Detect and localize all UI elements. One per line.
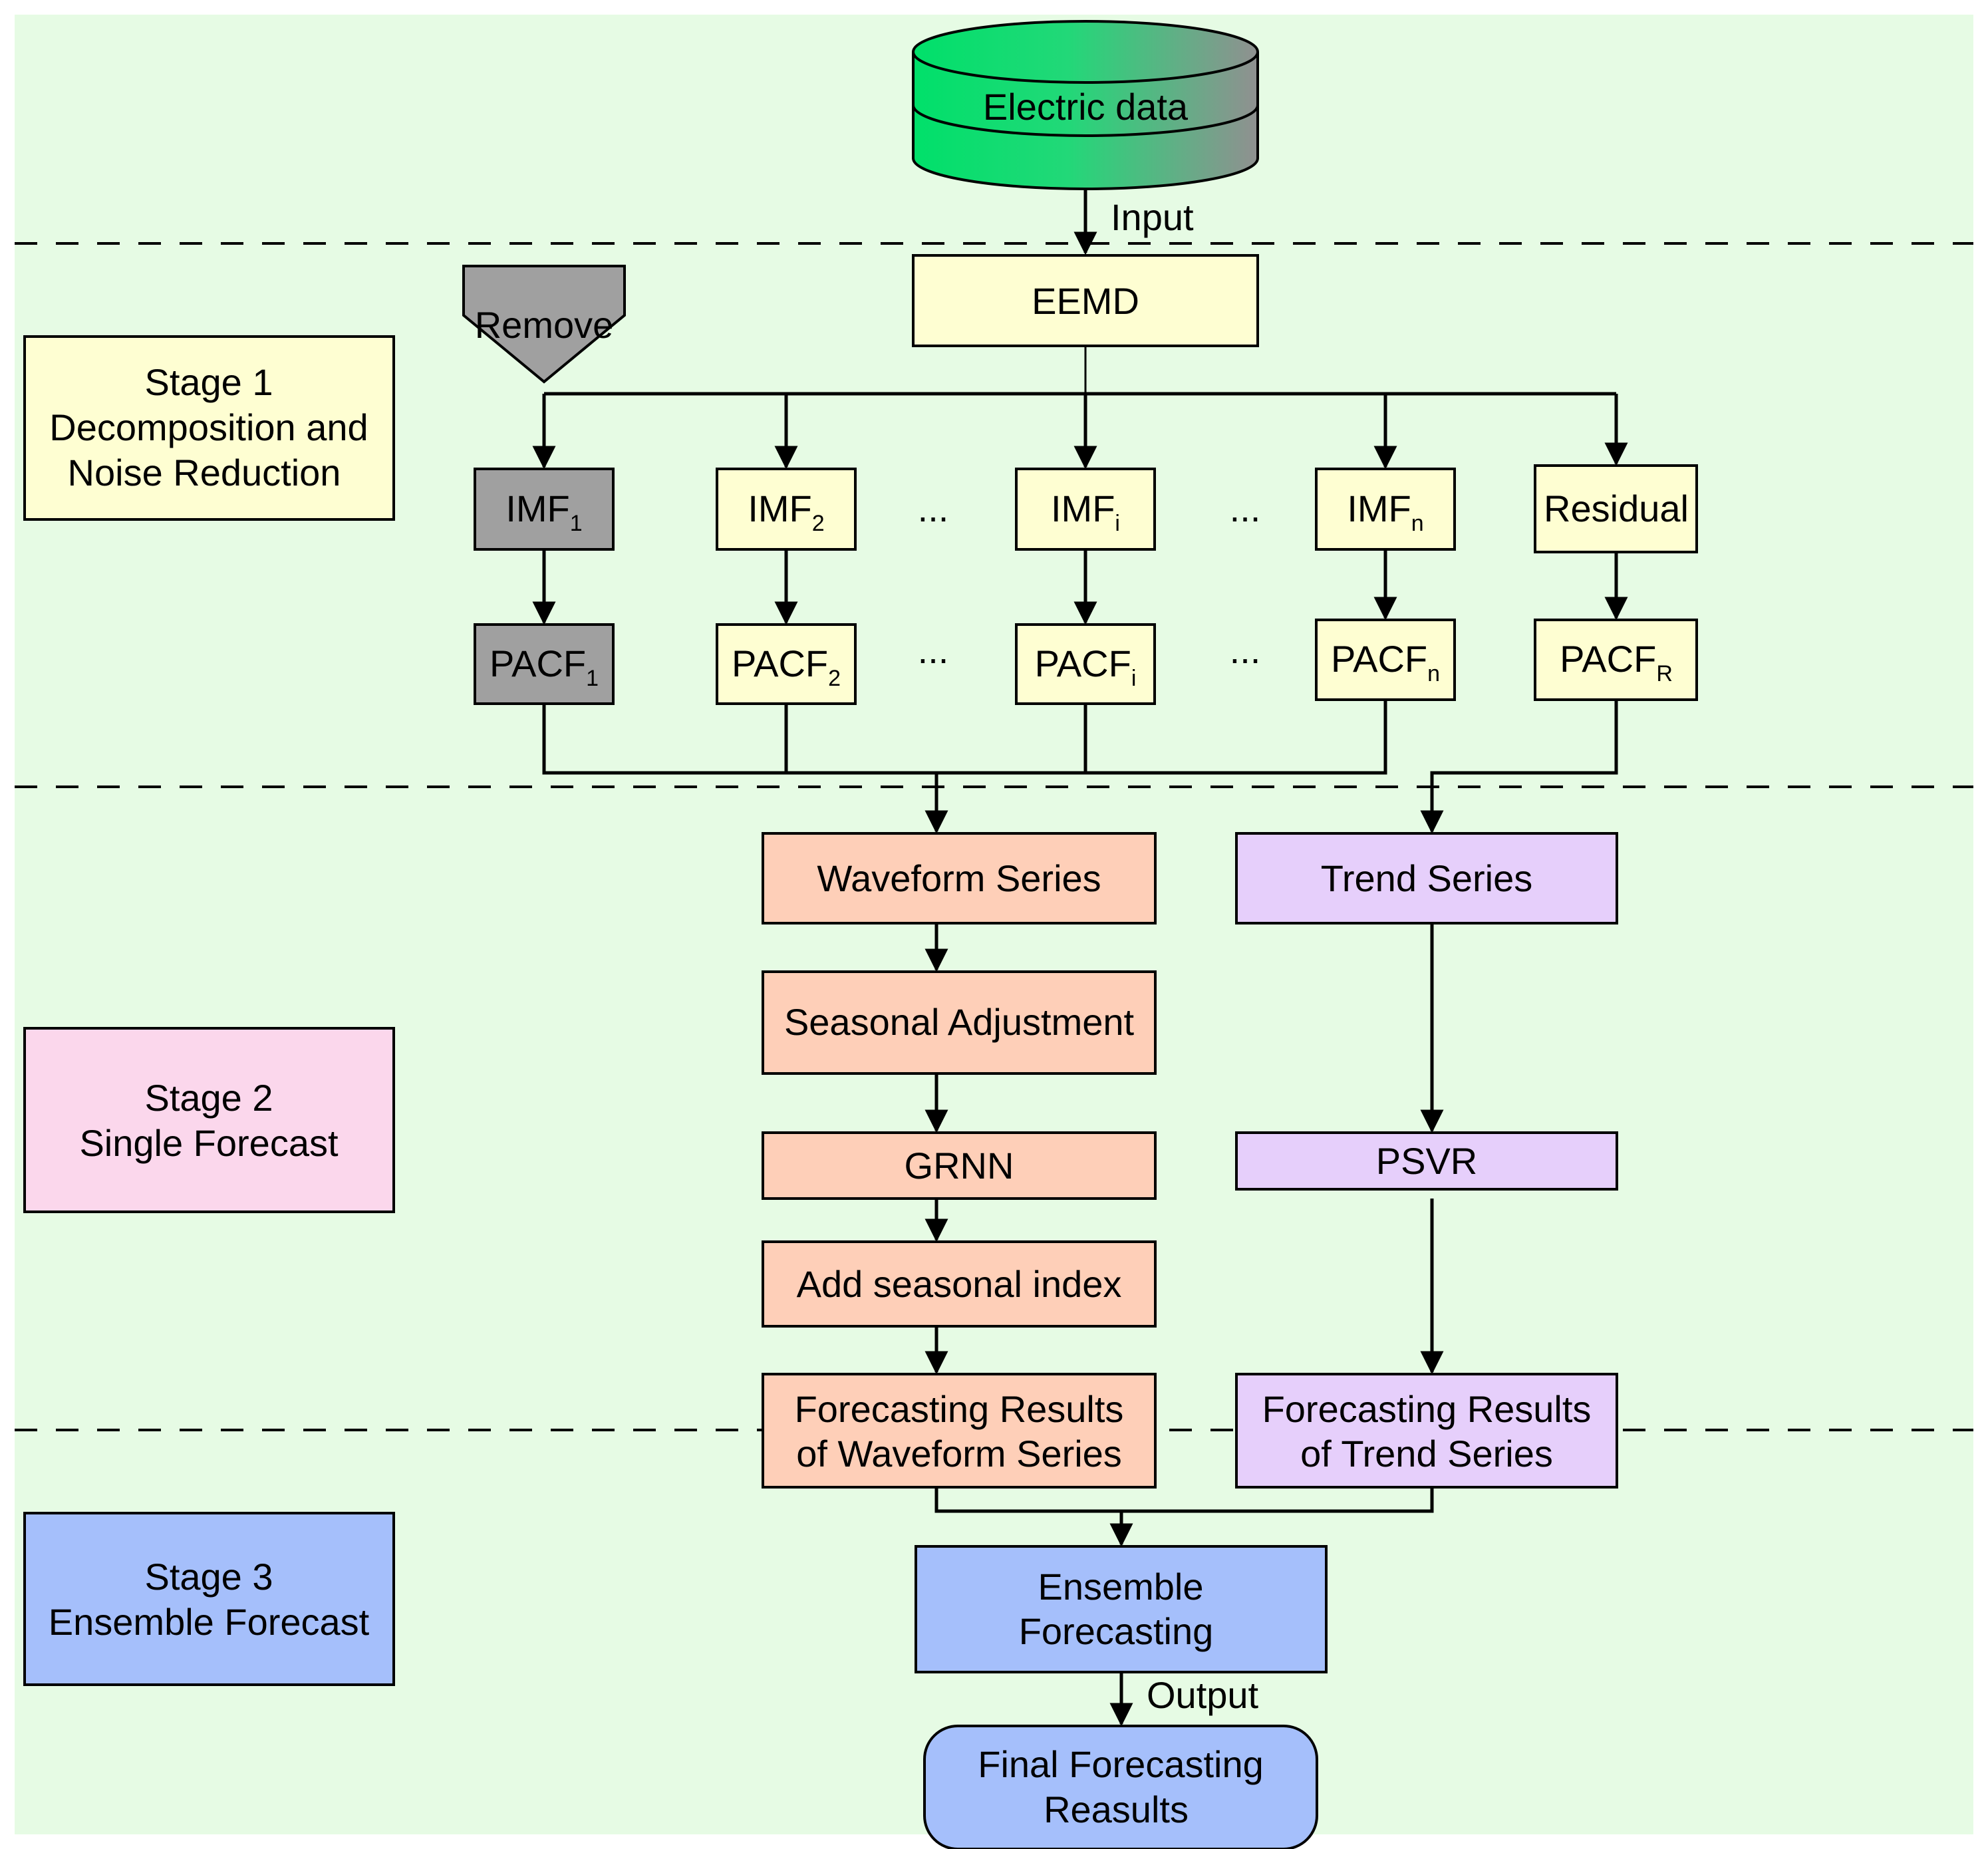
trend-series-label: Trend Series bbox=[1321, 857, 1533, 899]
residual-box bbox=[1534, 464, 1698, 553]
psvr-label: PSVR bbox=[1376, 1140, 1478, 1182]
final-results-box bbox=[923, 1725, 1318, 1849]
stage3-title: Stage 3 bbox=[144, 1556, 273, 1598]
results-bus bbox=[934, 1487, 1434, 1513]
arrow-to-trend bbox=[1420, 700, 1618, 834]
imf1-label: IMF1 bbox=[505, 488, 582, 536]
imfi-label: IMFi bbox=[1051, 488, 1120, 536]
imf1-box bbox=[474, 468, 615, 551]
stage1-line3: Noise Reduction bbox=[68, 452, 341, 494]
pacfi-label: PACFi bbox=[1035, 642, 1137, 691]
stage3-box bbox=[23, 1512, 395, 1686]
seasonal-adjustment-label: Seasonal Adjustment bbox=[784, 1001, 1135, 1043]
stage1-title: Stage 1 bbox=[144, 361, 273, 403]
eemd-label: EEMD bbox=[1032, 280, 1139, 322]
trend-series-box bbox=[1235, 832, 1618, 924]
dots-pacf-1: ... bbox=[918, 629, 949, 671]
dots-imf-1: ... bbox=[918, 488, 949, 529]
trend-results-box bbox=[1235, 1373, 1618, 1489]
dots-pacf-2: ... bbox=[1230, 629, 1261, 671]
stage2-box bbox=[23, 1027, 395, 1213]
eemd-box bbox=[912, 254, 1259, 347]
pacfi-box bbox=[1015, 623, 1156, 705]
pacf2-label: PACF2 bbox=[732, 642, 841, 691]
input-label: Input bbox=[1111, 196, 1194, 238]
stage2-line2: Single Forecast bbox=[79, 1122, 339, 1164]
add-seasonal-index-label: Add seasonal index bbox=[797, 1263, 1122, 1305]
waveform-results-line2: of Waveform Series bbox=[796, 1433, 1122, 1475]
pacf1-label: PACF1 bbox=[490, 642, 599, 691]
pacfn-box bbox=[1315, 619, 1456, 701]
final-line2: Reasults bbox=[1044, 1788, 1189, 1830]
grnn-label: GRNN bbox=[905, 1145, 1014, 1187]
waveform-results-box bbox=[762, 1373, 1157, 1489]
dots-imf-2: ... bbox=[1230, 488, 1261, 529]
ensemble-line2: Forecasting bbox=[1019, 1610, 1214, 1652]
stage1-line2: Decomposition and bbox=[49, 406, 368, 448]
ensemble-line1: Ensemble bbox=[1038, 1566, 1203, 1608]
pacf1-box bbox=[474, 623, 615, 705]
connectors bbox=[532, 188, 1628, 1727]
remove-label: Remove bbox=[475, 304, 614, 346]
trend-results-line1: Forecasting Results bbox=[1262, 1388, 1592, 1430]
stage3-line2: Ensemble Forecast bbox=[49, 1601, 370, 1643]
imf2-label: IMF2 bbox=[748, 488, 824, 536]
waveform-series-box bbox=[762, 832, 1157, 924]
electric-data-label: Electric data bbox=[983, 86, 1189, 128]
imfn-box bbox=[1315, 468, 1456, 551]
pacfr-box bbox=[1534, 619, 1698, 701]
electric-data-cylinder bbox=[912, 20, 1259, 190]
trend-results-line2: of Trend Series bbox=[1300, 1433, 1553, 1475]
seasonal-adjustment-box bbox=[762, 970, 1157, 1075]
stage1-box bbox=[23, 335, 395, 521]
output-label: Output bbox=[1147, 1674, 1259, 1716]
ensemble-forecasting-box bbox=[915, 1545, 1328, 1673]
imfi-box bbox=[1015, 468, 1156, 551]
residual-label: Residual bbox=[1544, 488, 1689, 529]
pacf-bus bbox=[542, 700, 1387, 775]
pacf2-box bbox=[716, 623, 857, 705]
grnn-box bbox=[762, 1131, 1157, 1200]
remove-shape bbox=[462, 265, 626, 384]
imfn-label: IMFn bbox=[1347, 488, 1423, 536]
imf2-box bbox=[716, 468, 857, 551]
final-line1: Final Forecasting bbox=[978, 1743, 1264, 1785]
pacfr-label: PACFR bbox=[1560, 638, 1673, 686]
waveform-series-label: Waveform Series bbox=[817, 857, 1101, 899]
pacfn-label: PACFn bbox=[1331, 638, 1440, 686]
add-seasonal-index-box bbox=[762, 1240, 1157, 1328]
stage2-title: Stage 2 bbox=[144, 1077, 273, 1119]
psvr-box bbox=[1235, 1131, 1618, 1191]
waveform-results-line1: Forecasting Results bbox=[795, 1388, 1124, 1430]
